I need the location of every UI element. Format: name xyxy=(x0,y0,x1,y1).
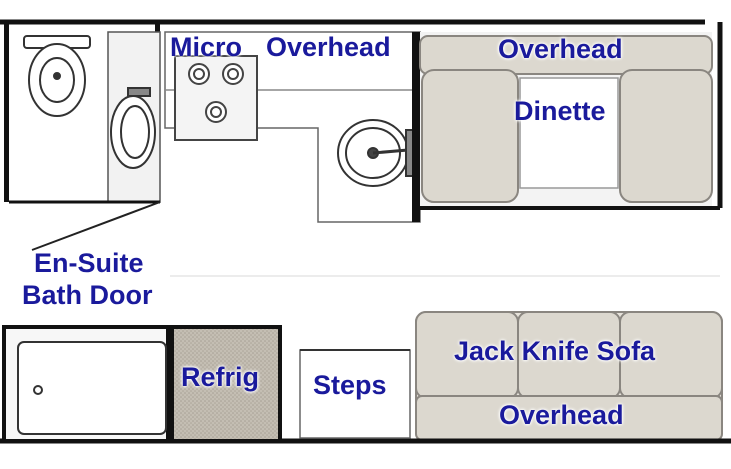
ensuite-door-label-line2: Bath Door xyxy=(22,280,153,310)
dinette-overhead-label: Overhead xyxy=(498,34,623,64)
galley xyxy=(164,31,421,223)
micro-label: Micro xyxy=(170,32,243,62)
galley-overhead-label: Overhead xyxy=(266,32,391,62)
entry-steps xyxy=(299,349,411,439)
steps-label: Steps xyxy=(313,370,387,400)
bathroom-sink xyxy=(110,87,156,169)
toilet xyxy=(23,35,91,117)
stove xyxy=(174,55,258,141)
bathroom xyxy=(4,22,161,251)
ensuite-door-label-line1: En-Suite xyxy=(34,248,144,278)
dinette xyxy=(416,32,720,210)
refrig-label: Refrig xyxy=(181,362,260,392)
jack-knife-sofa-label: Jack Knife Sofa xyxy=(454,336,656,366)
jack-knife-sofa xyxy=(415,311,723,441)
refrigerator xyxy=(170,325,282,443)
shower xyxy=(2,325,170,443)
dinette-label: Dinette xyxy=(514,96,606,126)
galley-sink xyxy=(337,119,417,187)
sofa-overhead-label: Overhead xyxy=(499,400,624,430)
